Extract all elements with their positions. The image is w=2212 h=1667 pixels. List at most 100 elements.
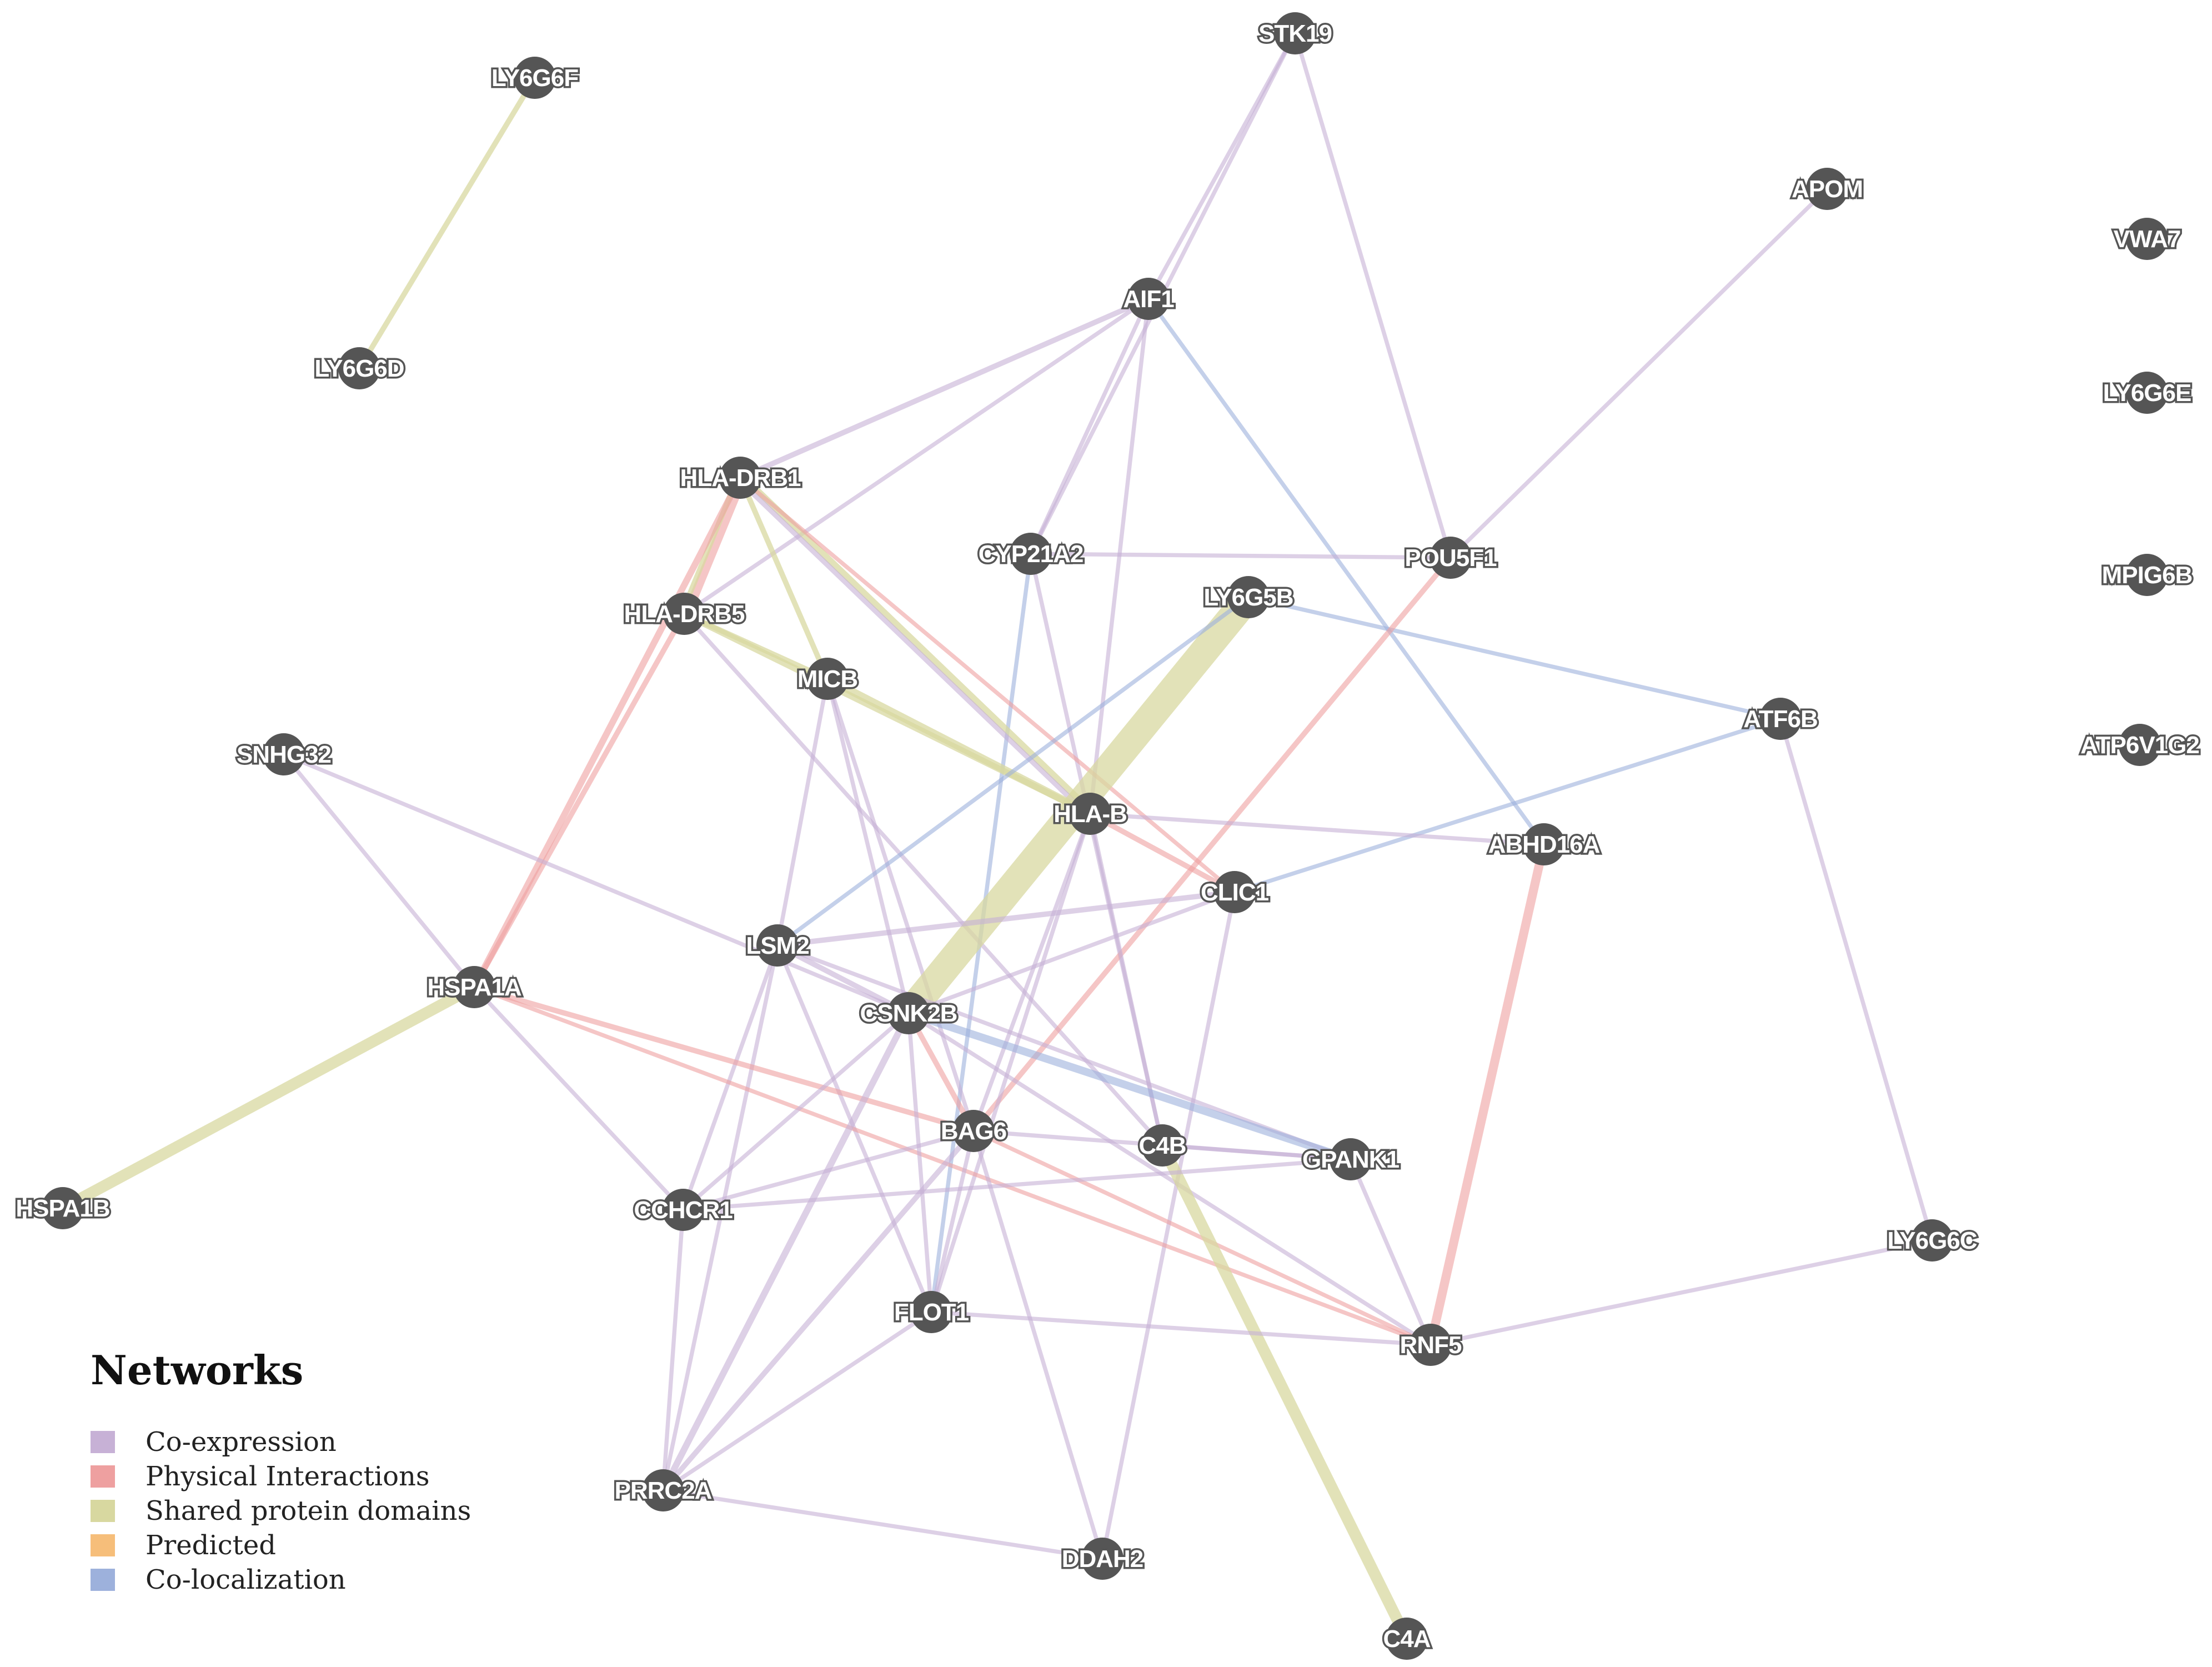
- node-circle-atp6v1g2[interactable]: [2119, 724, 2161, 766]
- node-cyp21a2[interactable]: CYP21A2: [976, 533, 1086, 575]
- node-atp6v1g2[interactable]: ATP6V1G2: [2079, 724, 2201, 766]
- node-pou5f1[interactable]: POU5F1: [1403, 537, 1499, 579]
- node-circle-hspa1b[interactable]: [42, 1187, 84, 1229]
- node-circle-lsm2[interactable]: [756, 924, 799, 967]
- node-label-hspa1b: HSPA1B: [16, 1195, 109, 1222]
- node-ly6g6f[interactable]: LY6G6F: [489, 57, 581, 99]
- node-circle-mpig6b[interactable]: [2126, 554, 2168, 596]
- node-circle-ly6g6e[interactable]: [2126, 372, 2168, 414]
- node-label-gpank1: GPANK1: [1302, 1146, 1400, 1173]
- edge-hspa1a-bag6: [472, 984, 976, 1134]
- node-circle-ly6g6c[interactable]: [1911, 1219, 1953, 1261]
- legend-label-predicted: Predicted: [146, 1530, 276, 1561]
- node-circle-atf6b[interactable]: [1759, 698, 1802, 740]
- node-gpank1[interactable]: GPANK1: [1300, 1138, 1402, 1180]
- node-hspa1b[interactable]: HSPA1B: [14, 1187, 112, 1229]
- node-apom[interactable]: APOM: [1790, 168, 1865, 210]
- node-hspa1a[interactable]: HSPA1A: [425, 966, 524, 1008]
- edge-hla-drb1-hla-b: [739, 472, 1096, 815]
- edge-lsm2-csnk2b: [775, 943, 911, 1016]
- node-csnk2b[interactable]: CSNK2B: [858, 992, 960, 1034]
- node-rnf5[interactable]: RNF5: [1398, 1324, 1464, 1366]
- legend-label-coloc: Co-localization: [146, 1564, 346, 1595]
- node-label-pou5f1: POU5F1: [1405, 544, 1497, 572]
- edge-hspa1a-cchcr1: [472, 985, 685, 1212]
- node-label-ly6g6e: LY6G6E: [2103, 379, 2191, 407]
- node-ddah2[interactable]: DDAH2: [1060, 1538, 1146, 1580]
- node-circle-apom[interactable]: [1806, 168, 1848, 210]
- edge-hla-b-clic1: [1087, 811, 1237, 895]
- node-circle-pou5f1[interactable]: [1429, 537, 1472, 579]
- node-circle-rnf5[interactable]: [1410, 1324, 1452, 1366]
- node-circle-ly6g6d[interactable]: [338, 347, 380, 389]
- edge-bag6-ddah2: [971, 1129, 1105, 1561]
- node-c4b[interactable]: C4B: [1137, 1124, 1188, 1167]
- node-circle-prrc2a[interactable]: [642, 1469, 684, 1511]
- node-mpig6b[interactable]: MPIG6B: [2100, 554, 2195, 596]
- node-c4a[interactable]: C4A: [1381, 1618, 1433, 1660]
- legend-label-shared: Shared protein domains: [146, 1495, 471, 1526]
- edge-cchcr1-gpank1: [681, 1157, 1353, 1212]
- node-circle-cchcr1[interactable]: [662, 1189, 704, 1231]
- edge-bag6-flot1: [929, 1129, 976, 1314]
- node-lsm2[interactable]: LSM2: [744, 924, 811, 967]
- edge-hspa1a-rnf5: [472, 985, 1433, 1347]
- node-circle-clic1[interactable]: [1213, 871, 1256, 913]
- edge-lsm2-cchcr1: [681, 943, 780, 1212]
- node-label-clic1: CLIC1: [1201, 879, 1269, 906]
- node-micb[interactable]: MICB: [795, 658, 860, 700]
- edge-atf6b-ly6g6c: [1778, 717, 1934, 1243]
- node-hla-b[interactable]: HLA-B: [1052, 793, 1129, 835]
- node-circle-micb[interactable]: [806, 658, 849, 700]
- node-stk19[interactable]: STK19: [1257, 12, 1334, 54]
- node-ly6g6c[interactable]: LY6G6C: [1885, 1219, 1979, 1261]
- node-label-hla-drb5: HLA-DRB5: [624, 600, 745, 628]
- node-vwa7[interactable]: VWA7: [2111, 218, 2183, 260]
- node-ly6g5b[interactable]: LY6G5B: [1202, 576, 1296, 618]
- node-hla-drb1[interactable]: HLA-DRB1: [678, 457, 803, 499]
- edge-micb-hla-b: [824, 675, 1094, 818]
- node-circle-bag6[interactable]: [952, 1110, 995, 1152]
- node-circle-vwa7[interactable]: [2126, 218, 2168, 260]
- node-circle-c4b[interactable]: [1141, 1124, 1183, 1167]
- legend-item-physical: Physical Interactions: [91, 1461, 430, 1492]
- node-circle-ly6g6f[interactable]: [514, 57, 556, 99]
- node-bag6[interactable]: BAG6: [939, 1110, 1009, 1152]
- node-circle-ly6g5b[interactable]: [1227, 576, 1270, 618]
- edge-clic1-csnk2b: [906, 890, 1237, 1015]
- edge-hla-b-abhd16a: [1088, 812, 1546, 847]
- node-circle-gpank1[interactable]: [1330, 1138, 1372, 1180]
- node-circle-stk19[interactable]: [1274, 12, 1316, 54]
- node-flot1[interactable]: FLOT1: [892, 1291, 971, 1333]
- node-snhg32[interactable]: SNHG32: [234, 733, 334, 775]
- edge-layer: [57, 31, 1934, 1645]
- node-circle-hla-drb1[interactable]: [719, 457, 761, 499]
- node-ly6g6d[interactable]: LY6G6D: [313, 347, 407, 389]
- edge-hspa1a-hspa1b: [57, 981, 480, 1214]
- node-atf6b[interactable]: ATF6B: [1742, 698, 1820, 740]
- node-circle-hla-drb5[interactable]: [663, 593, 705, 635]
- node-clic1[interactable]: CLIC1: [1198, 871, 1271, 913]
- edge-flot1-rnf5: [929, 1310, 1433, 1347]
- node-circle-abhd16a[interactable]: [1523, 823, 1565, 865]
- edge-aif1-hla-drb5: [682, 297, 1151, 616]
- node-circle-csnk2b[interactable]: [887, 992, 930, 1034]
- node-circle-hspa1a[interactable]: [453, 966, 495, 1008]
- node-circle-c4a[interactable]: [1386, 1618, 1428, 1660]
- node-abhd16a[interactable]: ABHD16A: [1486, 823, 1602, 865]
- node-circle-cyp21a2[interactable]: [1010, 533, 1052, 575]
- node-label-micb: MICB: [797, 665, 857, 693]
- node-ly6g6e[interactable]: LY6G6E: [2101, 372, 2194, 414]
- node-label-prrc2a: PRRC2A: [615, 1477, 712, 1504]
- node-circle-flot1[interactable]: [910, 1291, 952, 1333]
- node-hla-drb5[interactable]: HLA-DRB5: [622, 593, 747, 635]
- node-circle-hla-b[interactable]: [1069, 793, 1111, 835]
- node-circle-snhg32[interactable]: [263, 733, 305, 775]
- node-cchcr1[interactable]: CCHCR1: [632, 1189, 735, 1231]
- edge-prrc2a-ddah2: [661, 1488, 1105, 1561]
- node-circle-aif1[interactable]: [1127, 278, 1170, 320]
- node-circle-ddah2[interactable]: [1081, 1538, 1123, 1580]
- node-prrc2a[interactable]: PRRC2A: [613, 1469, 714, 1511]
- node-aif1[interactable]: AIF1: [1121, 278, 1177, 320]
